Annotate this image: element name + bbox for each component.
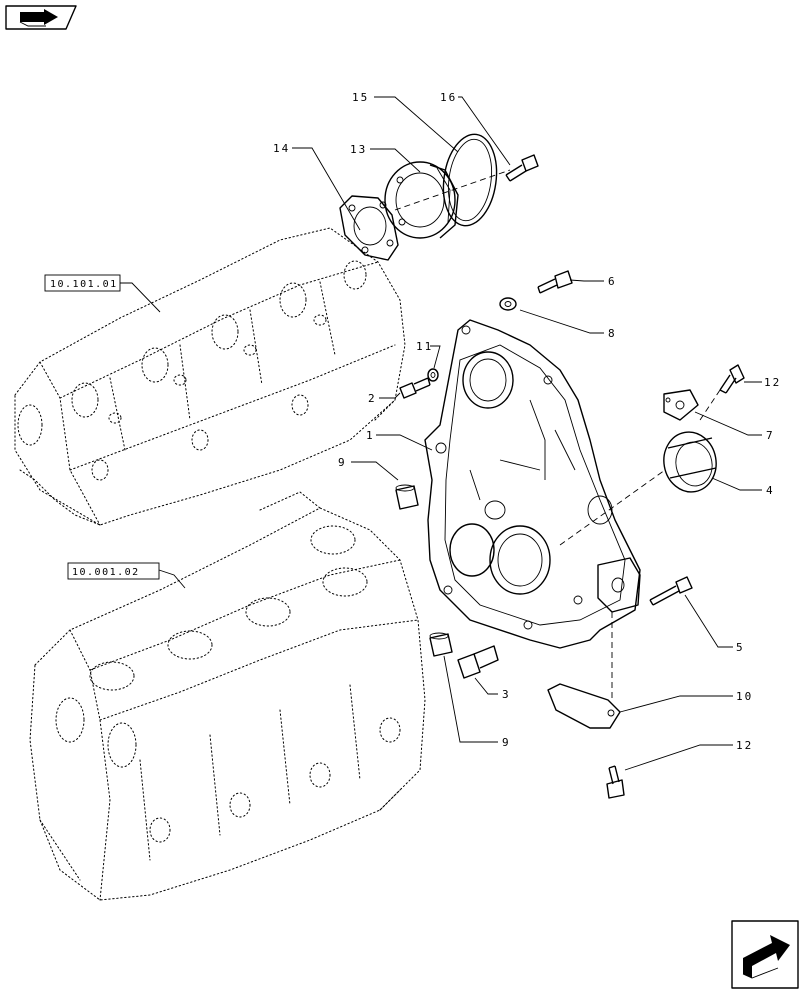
callout-12-bottom: 12 — [736, 739, 753, 752]
callout-5: 5 — [736, 641, 745, 654]
bolt-2 — [399, 377, 431, 399]
callout-10: 10 — [736, 690, 753, 703]
seal-4 — [663, 431, 717, 493]
callout-13: 13 — [350, 143, 367, 156]
next-page-arrow-icon[interactable] — [731, 920, 799, 989]
bolt-16 — [505, 154, 539, 182]
plate-7 — [663, 389, 699, 421]
callout-8: 8 — [608, 327, 617, 340]
crankcase-drawing — [29, 491, 426, 901]
sleeve-9-top — [395, 484, 419, 510]
callout-9-top: 9 — [338, 456, 347, 469]
callout-2: 2 — [368, 392, 377, 405]
callout-15: 15 — [352, 91, 369, 104]
crankcase-reference[interactable]: 10.001.02 — [67, 562, 160, 580]
callout-3: 3 — [502, 688, 511, 701]
flywheel-housing — [424, 319, 641, 649]
crankcase-reference-label: 10.001.02 — [72, 567, 140, 578]
callout-12-top: 12 — [764, 376, 781, 389]
cylinder-head-reference-label: 10.101.01 — [50, 279, 118, 290]
bolt-5 — [649, 576, 693, 606]
o-ring-15 — [442, 133, 498, 227]
callout-labels: 15 16 13 14 6 8 11 2 1 9 12 7 4 5 3 10 9… — [273, 91, 781, 752]
callout-4: 4 — [766, 484, 775, 497]
seal-carrier-13 — [384, 161, 459, 239]
gasket-14 — [339, 195, 399, 261]
bolt-12-top — [719, 364, 745, 394]
leader-lines — [120, 96, 762, 771]
bolt-6 — [537, 270, 573, 294]
callout-7: 7 — [766, 429, 775, 442]
washer-8 — [499, 297, 517, 311]
callout-6: 6 — [608, 275, 617, 288]
book-arrow-icon[interactable] — [5, 5, 77, 30]
cover-10 — [547, 683, 621, 729]
sleeve-9-bottom — [429, 632, 453, 657]
dowel-3 — [457, 645, 499, 679]
washer-11 — [427, 368, 439, 382]
callout-16: 16 — [440, 91, 457, 104]
cylinder-head-drawing — [14, 227, 406, 526]
callout-14: 14 — [273, 142, 290, 155]
callout-9-bottom: 9 — [502, 736, 511, 749]
bolt-12-bottom — [606, 765, 625, 799]
callout-1: 1 — [366, 429, 375, 442]
cylinder-head-reference[interactable]: 10.101.01 — [44, 274, 121, 292]
callout-11: 11 — [416, 340, 433, 353]
